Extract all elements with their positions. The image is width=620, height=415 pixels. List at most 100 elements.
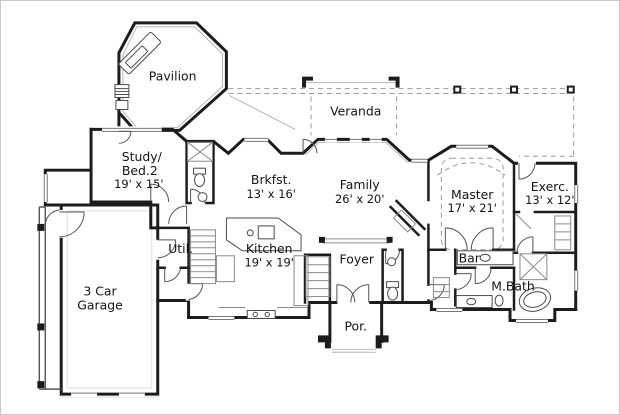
room-dims-kitchen: 19' x 19' [244,256,293,270]
mbath-north-door [474,267,492,285]
bar-counter [456,250,514,266]
room-dims-brkfst: 13' x 16' [246,187,295,201]
room-label-pavilion: Pavilion [149,69,197,84]
veranda-column-left [302,76,313,88]
utility-walls [156,226,190,269]
room-labels: Pavilion Veranda Study/ Bed.2 19' x 15' … [77,69,574,334]
sink [387,257,397,267]
hall-kitchen-door [168,205,188,224]
garage-entry-door [59,211,85,238]
entry-door-left [336,284,356,303]
room-label-study: Study/ [122,149,163,164]
bath2-walls [185,140,215,205]
room-label-kitchen: Kitchen [246,241,293,256]
fireplace-walls [388,199,427,237]
fixtures [38,31,572,390]
sink [197,192,208,203]
toilet [194,173,206,188]
master-tub [518,287,552,312]
walkway-grill [114,84,130,110]
garage-porch-column [37,381,45,389]
mbath-west-door [455,273,472,291]
garage-inner-line [66,210,153,389]
foyer-closet-shelves [305,256,331,298]
veranda-door [302,138,318,154]
pavilion-inner-line [122,26,223,128]
master-bay-arch [437,162,506,176]
master-door-right [470,227,494,250]
garage-porch-column [37,323,45,331]
room-dims-exercise: 13' x 12' [525,193,574,207]
toilet [387,286,399,301]
room-label-exercise: Exerc. [531,179,569,194]
staircase [190,229,216,285]
linen-closet [519,253,548,281]
side-steps [38,206,62,390]
room-label-study-2: Bed.2 [122,163,158,178]
mbath-shelves [432,277,450,299]
bar-sink [479,253,491,262]
room-label-mbath: M.Bath [491,279,535,294]
opening-column [386,236,393,243]
garage-porch-column [37,223,45,231]
garage-hall-door [157,239,177,259]
room-label-family: Family [340,177,380,192]
utility-door [164,267,182,283]
opening-column [318,236,325,243]
study-door [150,183,170,203]
porch-side-walls [328,301,384,343]
side-porch-arch [44,209,60,225]
porch-column-right [375,335,389,349]
entry-door-right [350,284,370,303]
pavilion-grill [118,31,161,75]
foyer-closet-walls [303,253,332,304]
porch-column-left [317,335,331,349]
porch-step-lines [331,348,376,353]
master-door-left [444,227,468,250]
room-label-master: Master [451,187,494,202]
bath2-fixtures [187,141,213,203]
dashed-porch-outlines [228,88,575,251]
family-opening-lines [321,238,390,244]
windows [42,126,579,398]
toilet [494,294,504,307]
garage-walls [59,203,160,396]
master-tray-ceiling [440,157,504,251]
room-label-veranda: Veranda [330,103,381,118]
room-dims-master: 17' x 21' [447,201,496,215]
linen-x [519,253,548,281]
kitchen-island [225,217,302,252]
walkway-study-door [118,130,132,144]
pavilion-outline [117,21,228,132]
fireplace-hearth [392,209,417,233]
closet-x [187,141,213,162]
roof-valley-line [229,95,296,130]
room-label-bar: Bar [459,251,481,266]
porch-columns [37,76,575,389]
exercise-closet [515,213,572,251]
room-dims-study: 19' x 15' [114,177,163,191]
room-label-porch: Por. [344,318,367,333]
door-arcs [44,130,536,303]
mbath-fixtures [432,253,548,309]
powder-walls [381,248,404,304]
vanity-sink [466,297,477,306]
refrigerator [215,255,235,283]
exercise-door [518,163,536,180]
room-label-utility: Util. [168,241,193,256]
veranda-column-right [388,76,400,88]
south-east-perimeter [380,301,578,322]
powder-fixtures [386,257,400,301]
room-dims-family: 26' x 20' [335,192,384,206]
room-label-brkfst: Brkfst. [251,172,291,187]
exercise-closet-door [516,236,534,253]
kitchen-range [246,310,276,319]
left-porch-wall [38,206,62,390]
thin-lines [61,26,408,398]
exterior-walls [43,21,578,396]
room-label-garage: 3 Car [83,284,117,299]
north-perimeter [89,127,578,311]
room-label-foyer: Foyer [340,252,375,267]
